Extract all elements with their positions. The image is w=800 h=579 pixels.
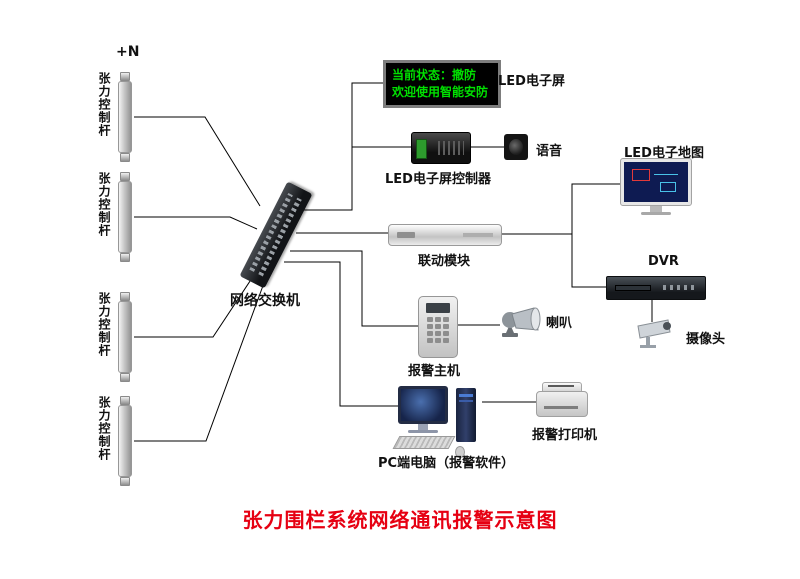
led-map-base bbox=[641, 212, 671, 215]
pc-mouse-icon bbox=[455, 446, 465, 458]
pc-monitor-icon bbox=[398, 386, 448, 424]
alarm-host-screen bbox=[426, 303, 450, 313]
connection-line bbox=[284, 261, 398, 407]
rod-cap-top bbox=[120, 292, 130, 301]
dvr-label: DVR bbox=[648, 254, 679, 269]
connection-line bbox=[571, 183, 620, 234]
tension-rod-icon bbox=[118, 396, 132, 486]
printer-label: 报警打印机 bbox=[532, 428, 598, 443]
tension-rod-label: 张力控制杆 bbox=[97, 172, 111, 237]
linkage-module-icon bbox=[388, 224, 502, 246]
pc-keyboard-icon bbox=[392, 436, 456, 449]
network-switch-icon bbox=[239, 181, 313, 289]
network-switch-label: 网络交换机 bbox=[230, 293, 300, 309]
printer-slot bbox=[548, 385, 574, 387]
pc-screen bbox=[401, 389, 445, 421]
pc-monitor-base bbox=[408, 430, 438, 433]
pc-monitor-stand bbox=[418, 424, 428, 430]
led-controller-label: LED电子屏控制器 bbox=[385, 172, 491, 187]
tension-rod-group-3: 张力控制杆 bbox=[96, 292, 132, 382]
tension-rod-icon bbox=[118, 172, 132, 262]
rod-cap-top bbox=[120, 72, 130, 81]
rod-body bbox=[118, 81, 132, 153]
led-screen-label: LED电子屏 bbox=[498, 74, 565, 89]
rod-body bbox=[118, 301, 132, 373]
printer-icon bbox=[536, 382, 588, 417]
tension-rod-label: 张力控制杆 bbox=[97, 292, 111, 357]
dvr-buttons bbox=[663, 285, 697, 290]
rod-cap-bottom bbox=[120, 253, 130, 262]
rod-cap-top bbox=[120, 172, 130, 181]
diagram-title: 张力围栏系统网络通讯报警示意图 bbox=[242, 508, 558, 532]
pc-label: PC端电脑（报警软件） bbox=[378, 456, 515, 471]
printer-body bbox=[536, 391, 588, 417]
switch-ports-row bbox=[249, 193, 293, 272]
led-controller-icon bbox=[411, 132, 471, 164]
tension-rod-label: 张力控制杆 bbox=[97, 72, 111, 137]
led-screen-line1: 当前状态：撤防 bbox=[392, 68, 477, 82]
rod-cap-bottom bbox=[120, 153, 130, 162]
led-map-screen bbox=[624, 162, 688, 202]
connection-line bbox=[571, 234, 606, 288]
linkage-module-label: 联动模块 bbox=[418, 254, 471, 269]
led-screen-line2: 欢迎使用智能安防 bbox=[392, 85, 489, 99]
connection-line bbox=[290, 250, 418, 327]
rod-cap-top bbox=[120, 396, 130, 405]
alarm-host-keypad bbox=[419, 317, 457, 343]
alarm-host-label: 报警主机 bbox=[408, 364, 461, 379]
tension-rod-group-2: 张力控制杆 bbox=[96, 172, 132, 262]
rod-body bbox=[118, 181, 132, 253]
rod-cap-bottom bbox=[120, 373, 130, 382]
horn-icon bbox=[502, 307, 541, 337]
plus-n-annotation: +N bbox=[116, 44, 140, 60]
led-map-stand bbox=[650, 206, 662, 212]
led-screen-icon: 当前状态：撤防 欢迎使用智能安防 bbox=[383, 60, 501, 108]
tension-rod-icon bbox=[118, 72, 132, 162]
camera-icon bbox=[637, 319, 671, 348]
printer-output-tray bbox=[544, 406, 578, 409]
tension-rod-icon bbox=[118, 292, 132, 382]
connection-line bbox=[134, 116, 261, 207]
controller-vent bbox=[438, 141, 464, 155]
rod-body bbox=[118, 405, 132, 477]
dvr-slot bbox=[615, 285, 651, 291]
camera-label: 摄像头 bbox=[686, 332, 726, 347]
tension-rod-label: 张力控制杆 bbox=[97, 396, 111, 461]
tension-rod-group-1: 张力控制杆 bbox=[96, 72, 132, 162]
voice-speaker-icon bbox=[504, 134, 528, 160]
rod-cap-bottom bbox=[120, 477, 130, 486]
horn-label: 喇叭 bbox=[546, 316, 573, 331]
dvr-icon bbox=[606, 276, 706, 300]
tension-rod-group-4: 张力控制杆 bbox=[96, 396, 132, 486]
led-map-icon bbox=[620, 158, 692, 206]
controller-terminal bbox=[416, 139, 427, 159]
voice-label: 语音 bbox=[536, 144, 563, 159]
led-map-label: LED电子地图 bbox=[624, 146, 704, 161]
pc-tower-icon bbox=[456, 388, 476, 442]
connection-line bbox=[134, 216, 258, 230]
alarm-host-icon bbox=[418, 296, 458, 358]
